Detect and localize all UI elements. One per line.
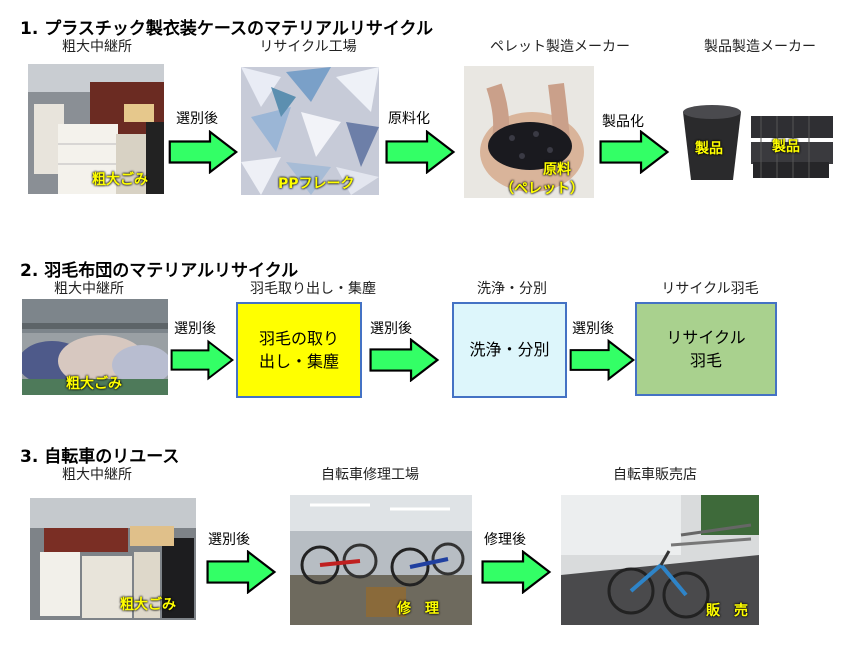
stage-label: リサイクル工場 (259, 39, 357, 55)
process-box-recycled-feather: リサイクル羽毛 (635, 302, 777, 396)
stage-label: 洗浄・分別 (477, 281, 547, 297)
box-text: 洗浄・分別 (469, 340, 550, 360)
box-text: リサイクル (666, 327, 746, 347)
section3-title: 3. 自転車のリユース (20, 447, 180, 467)
stage-label: 粗大中継所 (62, 467, 132, 483)
caption: 粗大ごみ (66, 376, 122, 392)
arrow-label: 原料化 (388, 111, 430, 127)
arrow-label: 選別後 (174, 321, 216, 337)
caption: 製品 (695, 141, 723, 157)
caption: 粗大ごみ (120, 597, 176, 613)
pellet-photo (464, 66, 594, 198)
box-text: 羽毛の取り (258, 328, 339, 348)
process-box-wash-sort: 洗浄・分別 (452, 302, 567, 398)
stage-label: 自転車修理工場 (321, 467, 419, 483)
section1-title: 1. プラスチック製衣装ケースのマテリアルリサイクル (20, 19, 433, 39)
caption: 販 売 (706, 603, 748, 619)
caption: 粗大ごみ (92, 172, 148, 188)
box-text: 羽毛 (689, 351, 722, 370)
products-photo (677, 98, 837, 184)
caption: 製品 (772, 139, 800, 155)
right-arrow-icon (480, 550, 552, 594)
bicycle-shop-photo (561, 495, 759, 625)
arrow-label: 修理後 (484, 532, 526, 548)
caption: PPフレーク (278, 176, 355, 192)
right-arrow-icon (199, 550, 283, 594)
arrow-label: 選別後 (176, 111, 218, 127)
stage-label: 粗大中継所 (54, 281, 124, 297)
right-arrow-icon (569, 338, 635, 382)
caption: 原料 (543, 162, 571, 178)
pp-flake-photo (241, 67, 379, 195)
arrow-label: 製品化 (602, 114, 644, 130)
right-arrow-icon (597, 130, 671, 174)
arrow-label: 選別後 (370, 321, 412, 337)
caption: 修 理 (397, 601, 439, 617)
stage-label: ペレット製造メーカー (490, 39, 630, 55)
right-arrow-icon (168, 130, 238, 174)
stage-label: 羽毛取り出し・集塵 (250, 281, 376, 297)
arrow-label: 選別後 (572, 321, 614, 337)
stage-label: リサイクル羽毛 (661, 281, 759, 297)
bicycle-repair-photo (290, 495, 472, 625)
right-arrow-icon (170, 338, 234, 382)
process-box-feather-extraction: 羽毛の取り出し・集塵 (236, 302, 362, 398)
right-arrow-icon (366, 338, 442, 382)
stage-label: 製品製造メーカー (704, 39, 816, 55)
bulky-waste-photo (30, 498, 196, 620)
caption: （ペレット） (500, 181, 584, 197)
bulky-waste-photo (22, 299, 168, 395)
arrow-label: 選別後 (208, 532, 250, 548)
stage-label: 自転車販売店 (613, 467, 697, 483)
stage-label: 粗大中継所 (62, 39, 132, 55)
bulky-waste-photo (28, 64, 164, 194)
section2-title: 2. 羽毛布団のマテリアルリサイクル (20, 261, 299, 281)
box-text: 出し・集塵 (258, 352, 339, 371)
right-arrow-icon (381, 130, 459, 174)
